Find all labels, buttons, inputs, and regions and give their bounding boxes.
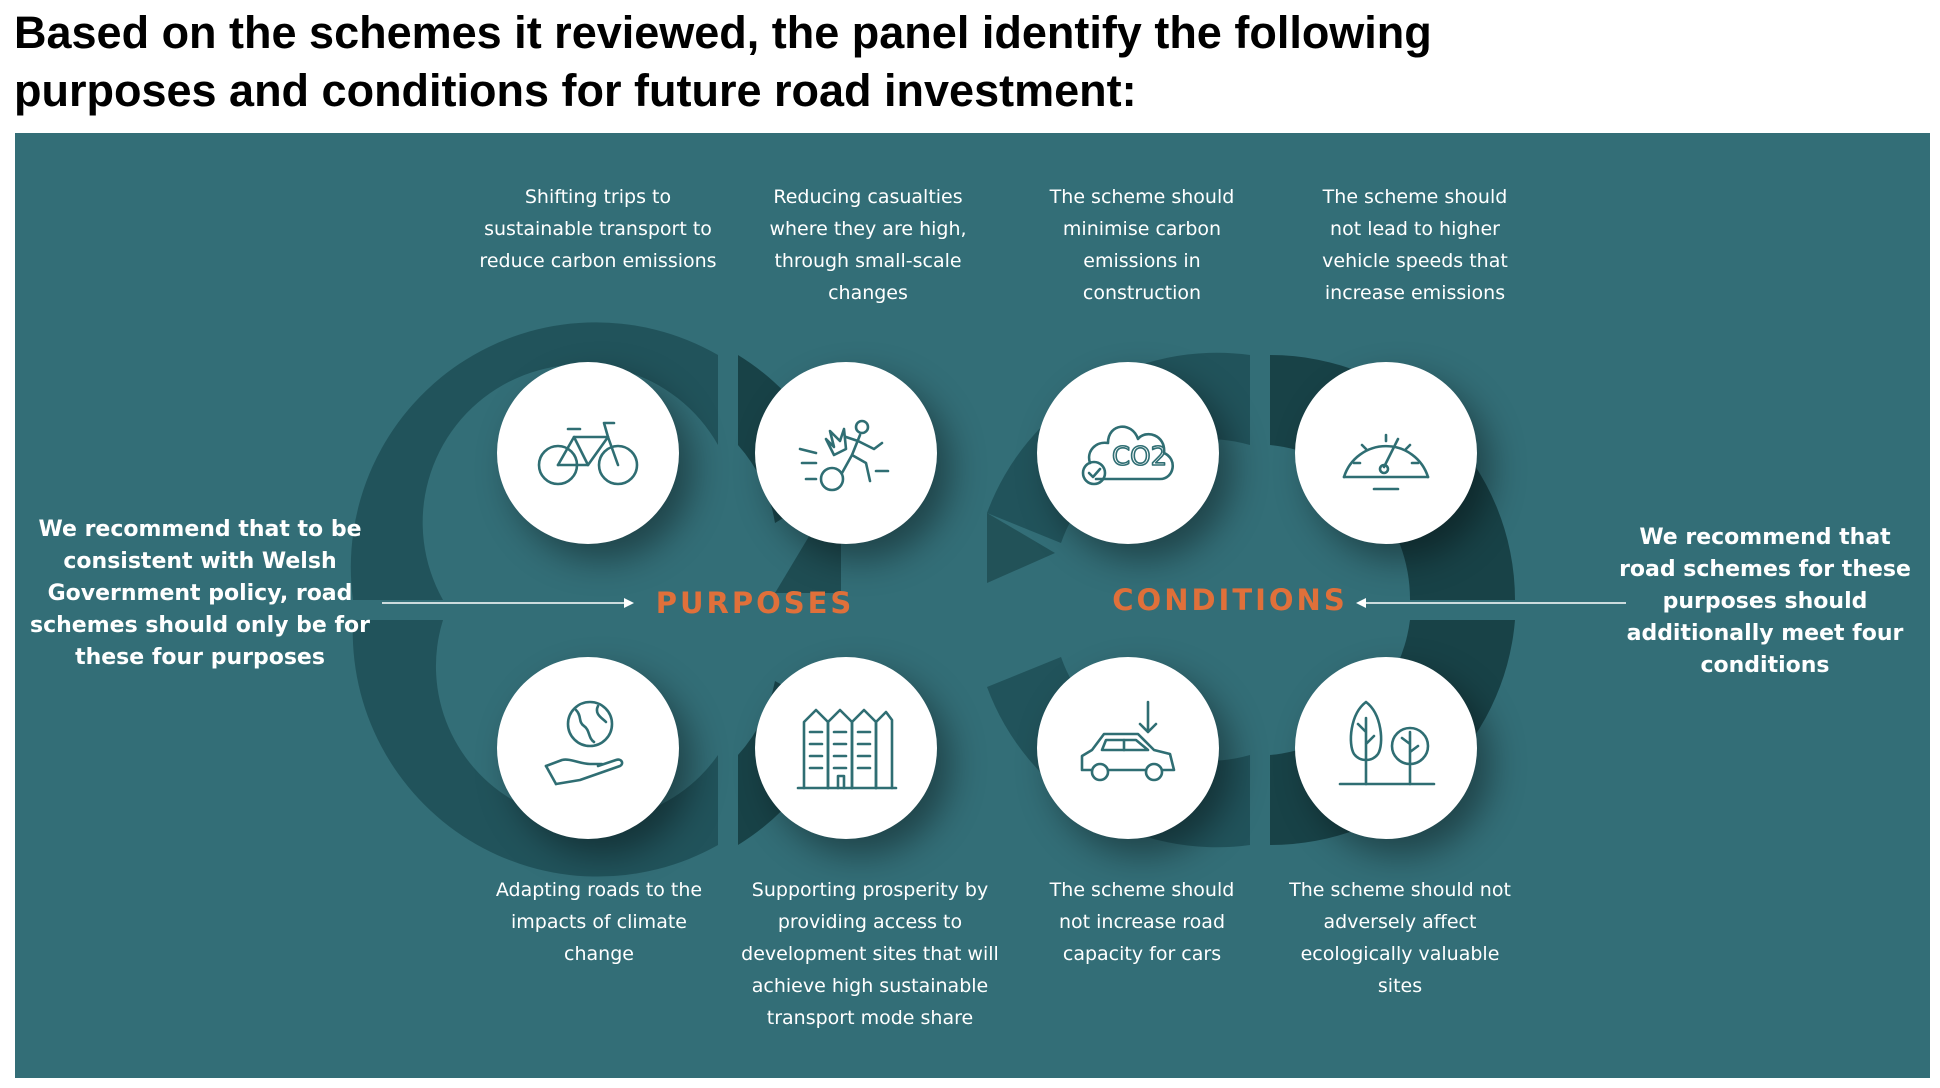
collision-icon xyxy=(798,419,890,492)
car-down-arrow-icon xyxy=(1080,700,1176,782)
right-recommendation: We recommend that road schemes for these… xyxy=(1619,525,1911,678)
condition-1-circle: CO2 xyxy=(1037,362,1219,544)
purpose-2-text: Reducing casualties where they are high,… xyxy=(769,186,967,304)
purpose-4-text: Supporting prosperity by providing acces… xyxy=(741,879,999,1029)
right-arrow xyxy=(1356,598,1626,608)
condition-2-text: The scheme should not lead to higher veh… xyxy=(1322,186,1508,304)
buildings-icon xyxy=(796,708,898,790)
purpose-2-circle xyxy=(755,362,937,544)
purpose-1-text: Shifting trips to sustainable transport … xyxy=(479,186,717,272)
purpose-4-circle xyxy=(755,657,937,839)
condition-3-text: The scheme should not increase road capa… xyxy=(1049,879,1235,965)
bicycle-icon xyxy=(537,421,639,486)
condition-4-text: The scheme should not adversely affect e… xyxy=(1289,879,1511,997)
condition-4-circle xyxy=(1295,657,1477,839)
speedometer-icon xyxy=(1342,433,1430,491)
globe-hand-icon xyxy=(544,700,624,786)
left-recommendation: We recommend that to be consistent with … xyxy=(30,517,370,670)
left-arrow xyxy=(382,598,634,608)
purposes-heading: PURPOSES xyxy=(655,586,855,620)
conditions-heading: CONDITIONS xyxy=(1112,583,1348,617)
co2-cloud-icon: CO2 xyxy=(1081,425,1174,486)
page-title: Based on the schemes it reviewed, the pa… xyxy=(14,7,1432,116)
diagram-panel: Shifting trips to sustainable transport … xyxy=(15,133,1930,1078)
purpose-3-circle xyxy=(497,657,679,839)
co2-label: CO2 xyxy=(1112,442,1167,472)
trees-icon xyxy=(1338,700,1436,786)
condition-2-circle xyxy=(1295,362,1477,544)
condition-1-text: The scheme should minimise carbon emissi… xyxy=(1049,186,1235,304)
purpose-3-text: Adapting roads to the impacts of climate… xyxy=(495,879,703,965)
condition-3-circle xyxy=(1037,657,1219,839)
purpose-1-circle xyxy=(497,362,679,544)
